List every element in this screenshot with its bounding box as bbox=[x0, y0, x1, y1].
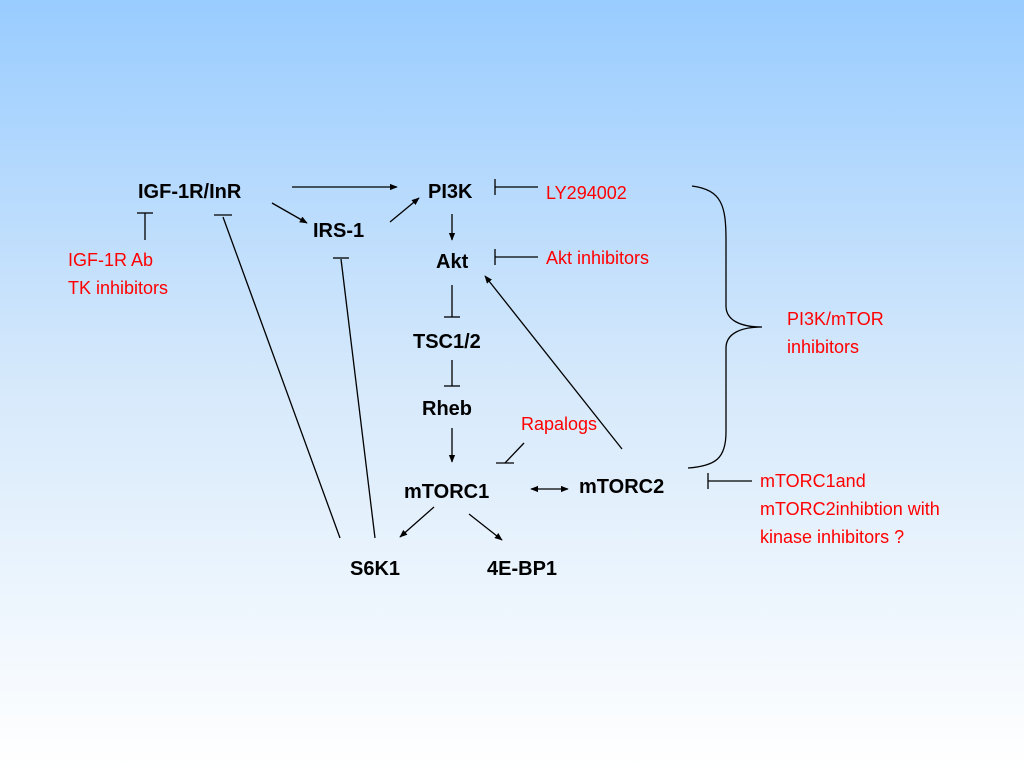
inhibit-akt-inhibitors-akt bbox=[494, 249, 538, 265]
arrow-igf1r-to-irs1 bbox=[271, 202, 308, 224]
node-pi3k: PI3K bbox=[428, 181, 473, 203]
node-s6k1: S6K1 bbox=[350, 558, 400, 580]
arrow-mtorc1-to-4ebp1 bbox=[468, 513, 503, 541]
arrow-irs1-to-pi3k bbox=[389, 197, 420, 223]
label-igf1r-ab: IGF-1R Ab bbox=[68, 250, 153, 270]
label-kinase-inhibitors: kinase inhibitors ? bbox=[760, 527, 904, 547]
node-mtorc1: mTORC1 bbox=[404, 481, 489, 503]
label-akt-inhibitors: Akt inhibitors bbox=[546, 248, 649, 268]
inhibit-s6k1-irs1 bbox=[333, 257, 376, 539]
label-mtorc1and: mTORC1and bbox=[760, 471, 866, 491]
inhibit-rapalogs-mtorc1 bbox=[496, 442, 525, 464]
inhibit-igf1r-ab bbox=[137, 212, 153, 240]
label-tk-inhibitors: TK inhibitors bbox=[68, 278, 168, 298]
label-ly294002: LY294002 bbox=[546, 183, 627, 203]
inhibit-dual-mtorc2 bbox=[707, 473, 752, 489]
node-tsc1-2: TSC1/2 bbox=[413, 331, 481, 353]
label-rapalogs: Rapalogs bbox=[521, 414, 597, 434]
label-pi3k-mtor-inhibitors: inhibitors bbox=[787, 337, 859, 357]
node-igf1r-inr: IGF-1R/InR bbox=[138, 181, 242, 203]
node-irs1: IRS-1 bbox=[313, 220, 364, 242]
node-mtorc2: mTORC2 bbox=[579, 476, 664, 498]
label-pi3k-mtor: PI3K/mTOR bbox=[787, 309, 884, 329]
curly-brace bbox=[687, 185, 763, 469]
arrow-mtorc1-to-s6k1 bbox=[399, 506, 435, 538]
label-mtorc2-inhibition: mTORC2inhibtion with bbox=[760, 499, 940, 519]
node-4e-bp1: 4E-BP1 bbox=[487, 558, 557, 580]
arrow-mtorc2-to-akt bbox=[484, 275, 623, 450]
node-akt: Akt bbox=[436, 251, 469, 273]
node-rheb: Rheb bbox=[422, 398, 472, 420]
inhibit-s6k1-igf1r bbox=[214, 214, 341, 539]
inhibit-ly294002-pi3k bbox=[494, 179, 538, 195]
inhibit-tsc-rheb bbox=[444, 360, 460, 387]
inhibit-akt-tsc bbox=[444, 285, 460, 318]
